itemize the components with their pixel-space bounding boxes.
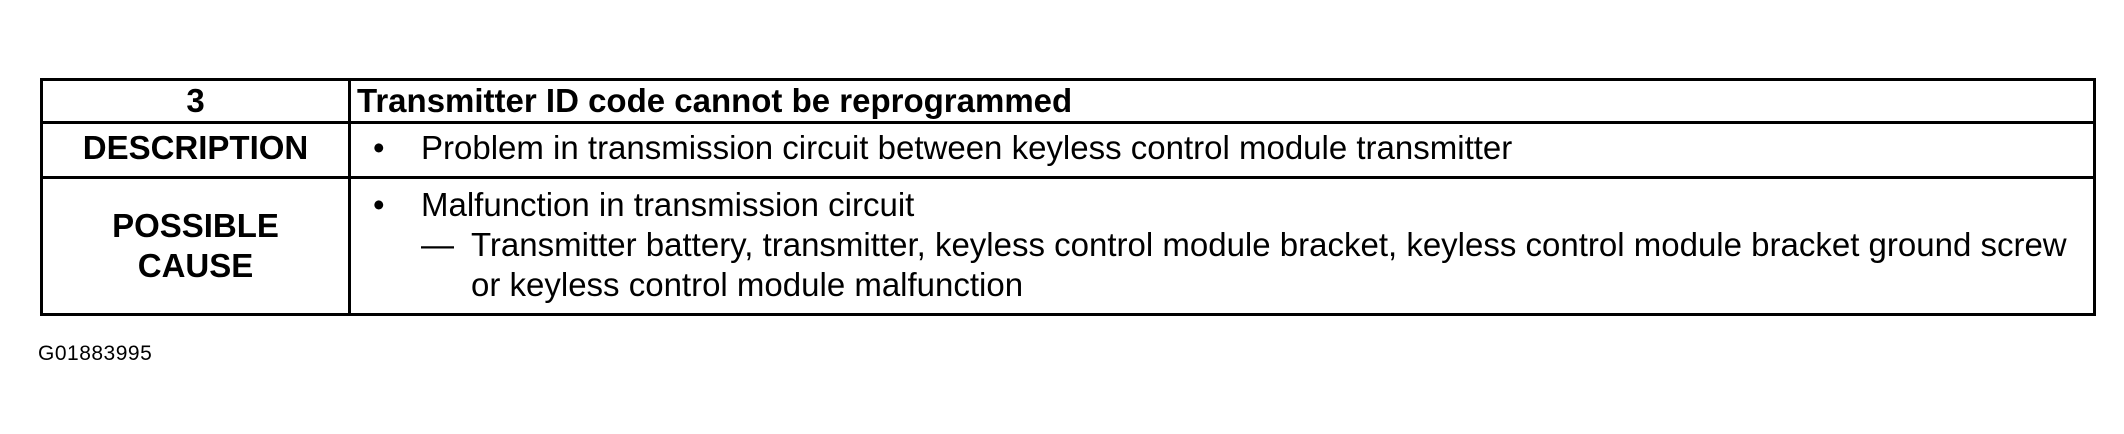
- troubleshooting-table: 3 Transmitter ID code cannot be reprogra…: [40, 78, 2096, 316]
- description-label: DESCRIPTION: [40, 121, 351, 179]
- description-row: DESCRIPTION • Problem in transmission ci…: [40, 121, 2096, 179]
- possible-cause-subitem: — Transmitter battery, transmitter, keyl…: [351, 225, 2093, 305]
- bullet-icon: •: [373, 129, 385, 166]
- figure-id: G01883995: [38, 342, 153, 365]
- possible-cause-label-line1: POSSIBLE: [112, 207, 279, 244]
- dash-icon: —: [421, 226, 454, 263]
- description-item: • Problem in transmission circuit betwee…: [351, 128, 2093, 168]
- description-cell: • Problem in transmission circuit betwee…: [348, 121, 2096, 179]
- step-number: 3: [40, 78, 351, 124]
- possible-cause-item: • Malfunction in transmission circuit: [351, 185, 2093, 225]
- possible-cause-cell: • Malfunction in transmission circuit — …: [348, 176, 2096, 316]
- symptom-title: Transmitter ID code cannot be reprogramm…: [348, 78, 2096, 124]
- table-header-row: 3 Transmitter ID code cannot be reprogra…: [40, 78, 2096, 124]
- description-text: Problem in transmission circuit between …: [421, 129, 1513, 166]
- possible-cause-label: POSSIBLE CAUSE: [40, 176, 351, 316]
- possible-cause-subtext: Transmitter battery, transmitter, keyles…: [471, 226, 2067, 303]
- possible-cause-row: POSSIBLE CAUSE • Malfunction in transmis…: [40, 176, 2096, 316]
- possible-cause-text: Malfunction in transmission circuit: [421, 186, 915, 223]
- possible-cause-label-line2: CAUSE: [137, 247, 254, 284]
- bullet-icon: •: [373, 186, 385, 223]
